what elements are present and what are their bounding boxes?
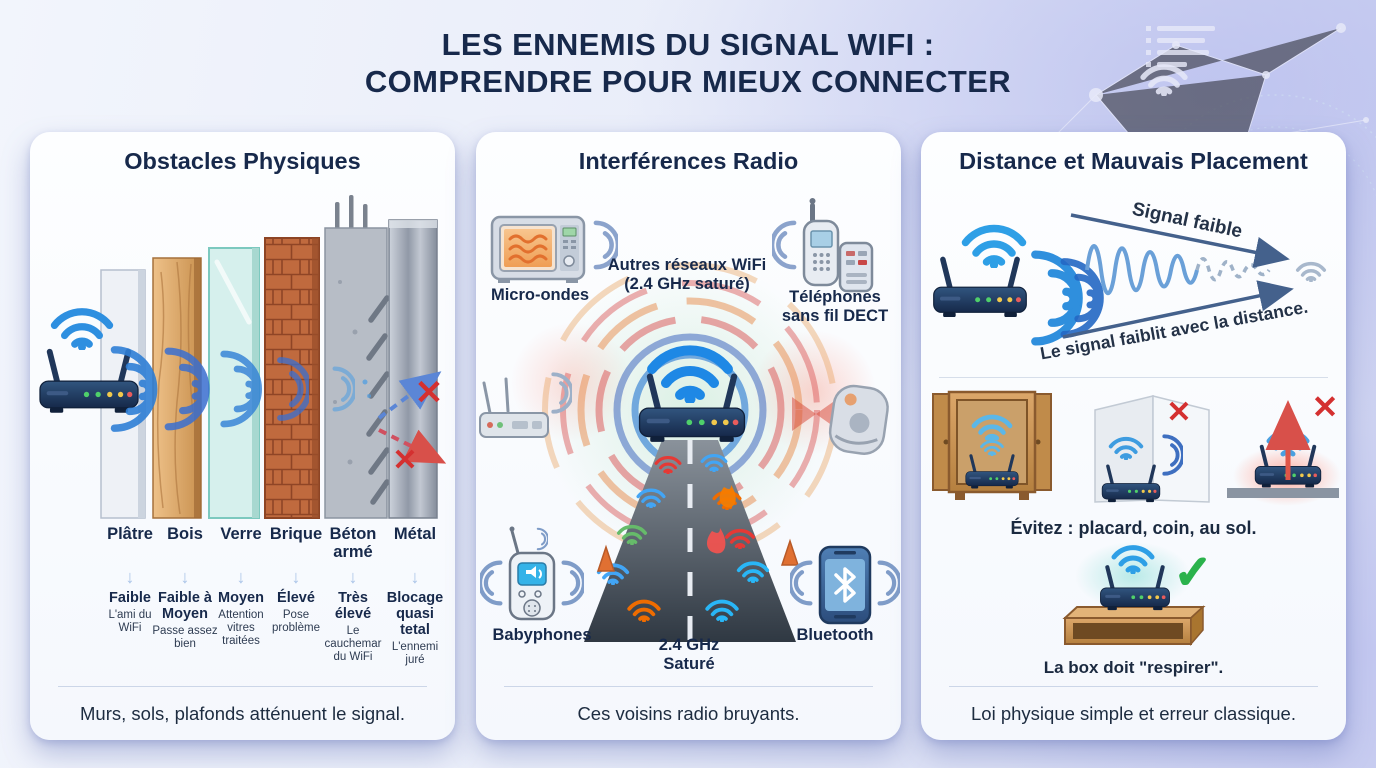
- material-note: Pose problème: [272, 608, 320, 635]
- babyphone-icon: [480, 526, 584, 621]
- material-name: Béton armé: [329, 525, 377, 562]
- walls-illustration: ✕ ✕: [39, 195, 447, 519]
- cone-icon: [596, 544, 616, 572]
- weak-wifi-icon: [1295, 261, 1327, 282]
- material-column-beton: Béton armé ↓ Très élevé Le cauchemar du …: [320, 525, 386, 665]
- bluetooth-icon: [834, 567, 856, 603]
- flame-icon: [719, 485, 736, 508]
- red-x-icon: ✕: [392, 444, 417, 477]
- material-name: Métal: [393, 525, 437, 543]
- brick-slab: [264, 237, 320, 519]
- metal-slab: [388, 219, 438, 519]
- shelf-opening: [1073, 623, 1183, 639]
- material-level: Blocage quasi tetal: [386, 590, 444, 638]
- down-arrow-icon: ↓: [410, 567, 420, 587]
- label-weak-signal: Signal faible: [1130, 199, 1244, 243]
- flame-icon: [706, 528, 726, 554]
- red-x-icon: ✕: [1166, 396, 1191, 429]
- bluetooth-phone-icon: [790, 545, 900, 625]
- signal-arrow-top: [1070, 213, 1290, 268]
- panel-interferences: Interférences Radio: [476, 132, 901, 740]
- divider: [504, 685, 873, 687]
- green-check-icon: ✓: [1174, 546, 1213, 598]
- road-wifi-glyphs: [596, 453, 800, 622]
- material-note: L'ami du WiFi: [108, 608, 152, 635]
- blocked-arrow-up: [377, 371, 442, 420]
- router-icon: [933, 255, 1027, 318]
- divider: [939, 377, 1328, 378]
- material-note: Passe assez bien: [152, 624, 218, 651]
- signal-arrow-bottom: [1062, 280, 1294, 339]
- material-column-bois: Bois ↓ Faible à Moyen Passe assez bien: [152, 525, 218, 651]
- divider: [58, 685, 427, 687]
- red-x-icon: ✕: [1312, 389, 1339, 425]
- material-level: Faible à Moyen: [158, 590, 212, 622]
- dect-phone-icon: [772, 198, 874, 293]
- shelf-top: [1062, 606, 1206, 619]
- page-title-line2: COMPRENDRE POUR MIEUX CONNECTER: [364, 64, 1012, 99]
- panel-obstacles-footer: Murs, sols, plafonds atténuent le signal…: [80, 703, 405, 724]
- material-level: Moyen: [218, 590, 264, 606]
- wood-slab: [152, 257, 202, 519]
- material-column-metal: Métal ↓ Blocage quasi tetal L'ennemi jur…: [382, 525, 448, 667]
- rebar-rods: [366, 295, 390, 505]
- material-note: L'ennemi juré: [391, 640, 439, 667]
- panel-interferences-header: Interférences Radio: [578, 148, 799, 174]
- interferences-illustration: [479, 198, 901, 642]
- panel-obstacles-header: Obstacles Physiques: [124, 148, 361, 174]
- material-name: Brique: [269, 525, 323, 543]
- decaying-wave: [1085, 244, 1199, 295]
- material-column-brique: Brique ↓ Élevé Pose problème: [263, 525, 329, 635]
- down-arrow-icon: ↓: [291, 567, 301, 587]
- material-level: Élevé: [277, 590, 315, 606]
- material-name: Verre: [220, 525, 262, 543]
- material-name: Bois: [167, 525, 203, 543]
- material-level: Faible: [109, 590, 151, 606]
- page-title-line1: LES ENNEMIS DU SIGNAL WIFI :: [441, 27, 935, 62]
- label-saturated: 2.4 GHz Saturé: [658, 636, 720, 674]
- saturated-band-road: [584, 440, 796, 642]
- blocked-arrow-down: [378, 428, 447, 464]
- floor-scenario: ✕: [1227, 389, 1341, 506]
- material-note: Le cauchemar du WiFi: [324, 624, 382, 664]
- down-arrow-icon: ↓: [236, 567, 246, 587]
- down-arrow-icon: ↓: [180, 567, 190, 587]
- cabinet-scenario: [932, 390, 1052, 500]
- red-x-icon: ✕: [415, 374, 444, 412]
- neighbour-router-icon: [479, 372, 572, 438]
- signal-arcs: [1035, 255, 1078, 342]
- panel-distance-footer: Loi physique simple et erreur classique.: [971, 703, 1296, 724]
- label-babyphones: Babyphones: [492, 626, 592, 644]
- label-avoid: Évitez : placard, coin, au sol.: [1010, 518, 1257, 538]
- bad-placement-illustration: ✕ ✕: [932, 389, 1341, 506]
- dect-device-icon: [828, 384, 889, 455]
- material-note: Attention vitres traitées: [218, 608, 264, 648]
- corner-scenario: ✕: [1094, 395, 1210, 503]
- panel-distance-header: Distance et Mauvais Placement: [959, 148, 1308, 174]
- panel-obstacles: Obstacles Physiques: [30, 132, 455, 740]
- down-arrow-icon: ↓: [348, 567, 358, 587]
- label-breathe: La box doit "respirer".: [1043, 658, 1224, 677]
- label-dect: Téléphones sans fil DECT: [781, 288, 889, 326]
- concrete-slab: [324, 195, 390, 519]
- panel-interferences-footer: Ces voisins radio bruyants.: [577, 703, 800, 724]
- material-name: Plâtre: [107, 525, 153, 543]
- material-column-platre: Plâtre ↓ Faible L'ami du WiFi: [97, 525, 163, 635]
- label-other-wifi: Autres réseaux WiFi (2.4 GHz saturé): [607, 256, 767, 294]
- divider: [949, 685, 1318, 687]
- label-bluetooth: Bluetooth: [796, 626, 874, 644]
- material-column-verre: Verre ↓ Moyen Attention vitres traitées: [208, 525, 274, 649]
- down-arrow-icon: ↓: [125, 567, 135, 587]
- distance-illustration: Signal faible Le signal faiblit avec la …: [933, 199, 1327, 363]
- material-level: Très élevé: [334, 590, 372, 622]
- microwave-icon: [490, 215, 618, 283]
- cone-icon: [780, 538, 800, 566]
- good-placement-illustration: ✓: [1062, 542, 1213, 647]
- panel-distance: Distance et Mauvais Placement Signal fai…: [921, 132, 1346, 740]
- decaying-wave-faded: [1195, 257, 1271, 282]
- label-microwave: Micro-ondes: [490, 286, 590, 304]
- page-title: LES ENNEMIS DU SIGNAL WIFI : COMPRENDRE …: [0, 26, 1376, 100]
